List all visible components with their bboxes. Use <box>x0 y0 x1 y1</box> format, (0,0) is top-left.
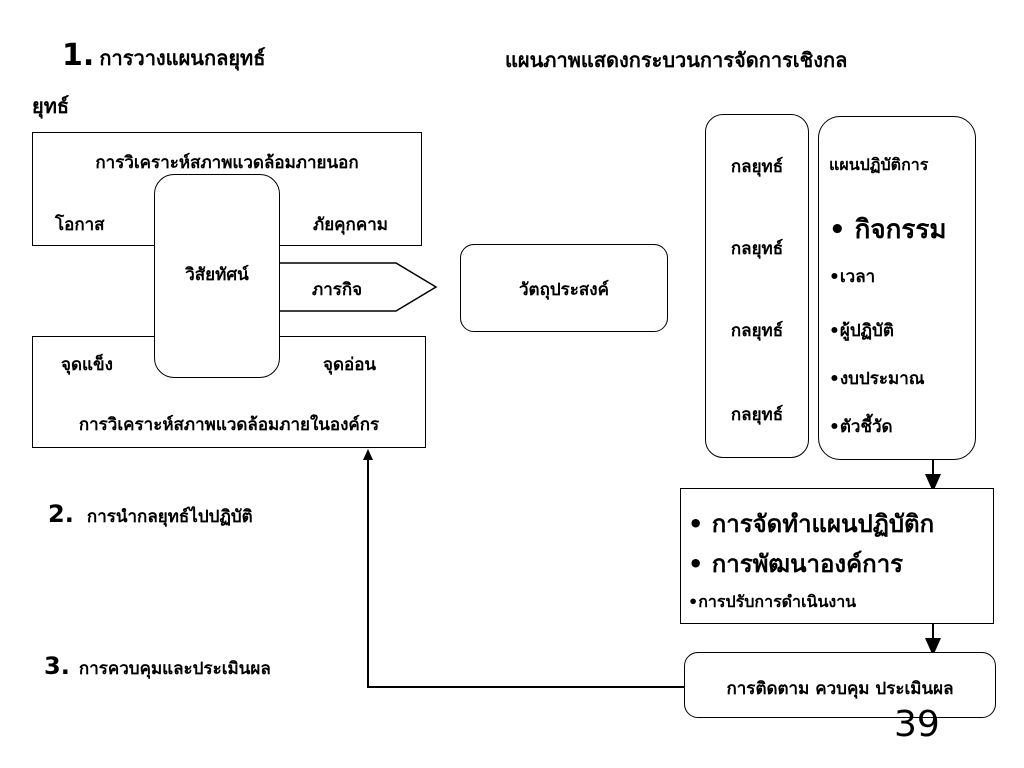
implementation-item: • การพัฒนาองค์การ <box>688 550 904 578</box>
action-plan-item: •ตัวชี้วัด <box>829 417 893 437</box>
monitoring-label: การติดตาม ควบคุม ประเมินผล <box>726 679 954 699</box>
action-plan-item: •งบประมาณ <box>829 369 925 389</box>
step2-heading: 2. การนำกลยุทธ์ไปปฏิบัติ <box>48 500 253 530</box>
strategy-label: กลยุทธ์ <box>730 321 784 341</box>
feedback-arrowhead <box>363 449 373 460</box>
step1-number: 1. <box>62 38 95 73</box>
diagram-title: แผนภาพแสดงกระบวนการจัดการเชิงกล <box>505 48 848 72</box>
step1-label: การวางแผนกลยุทธ์ <box>99 46 266 70</box>
action-plan-item: •เวลา <box>829 267 876 287</box>
implementation-content: • การจัดทำแผนปฏิบัติก • การพัฒนาองค์การ … <box>688 492 1024 622</box>
page-number: 39 <box>894 704 940 745</box>
step3-label: การควบคุมและประเมินผล <box>78 659 271 679</box>
feedback-loop-line <box>367 458 684 688</box>
step1-label-wrap: ยุทธ์ <box>32 94 70 118</box>
strategy-label: กลยุทธ์ <box>730 157 784 177</box>
opportunity-label: โอกาส <box>55 215 105 235</box>
vision-label: วิสัยทัศน์ <box>185 265 249 285</box>
objective-label: วัตถุประสงค์ <box>519 280 609 300</box>
step3-number: 3. <box>44 652 70 680</box>
mission-label: ภารกิจ <box>312 280 363 300</box>
weakness-label: จุดอ่อน <box>323 355 377 375</box>
objective-box: วัตถุประสงค์ <box>460 244 668 332</box>
external-analysis-title: การวิเคราะห์สภาพแวดล้อมภายนอก <box>95 153 359 173</box>
action-plan-item: • กิจกรรม <box>829 215 947 245</box>
internal-analysis-title: การวิเคราะห์สภาพแวดล้อมภายในองค์กร <box>78 415 380 435</box>
strength-label: จุดแข็ง <box>61 355 113 375</box>
implementation-item: •การปรับการดำเนินงาน <box>688 592 857 611</box>
step2-number: 2. <box>48 500 74 528</box>
action-plan-item: •ผู้ปฏิบัติ <box>829 321 894 341</box>
strategies-box: กลยุทธ์ กลยุทธ์ กลยุทธ์ กลยุทธ์ <box>705 114 809 458</box>
action-plan-box: แผนปฏิบัติการ • กิจกรรม •เวลา •ผู้ปฏิบัต… <box>818 116 976 460</box>
implementation-box <box>680 488 994 624</box>
step2-label: การนำกลยุทธ์ไปปฏิบัติ <box>86 507 253 527</box>
implementation-item: • การจัดทำแผนปฏิบัติก <box>688 510 935 538</box>
step1-heading: 1. การวางแผนกลยุทธ์ <box>62 38 265 74</box>
step3-heading: 3. การควบคุมและประเมินผล <box>44 652 271 682</box>
action-plan-title: แผนปฏิบัติการ <box>829 155 929 174</box>
strategy-label: กลยุทธ์ <box>730 239 784 259</box>
threat-label: ภัยคุกคาม <box>313 215 388 235</box>
vision-box: วิสัยทัศน์ <box>154 174 280 378</box>
monitoring-box: การติดตาม ควบคุม ประเมินผล <box>684 652 996 718</box>
strategy-label: กลยุทธ์ <box>730 405 784 425</box>
